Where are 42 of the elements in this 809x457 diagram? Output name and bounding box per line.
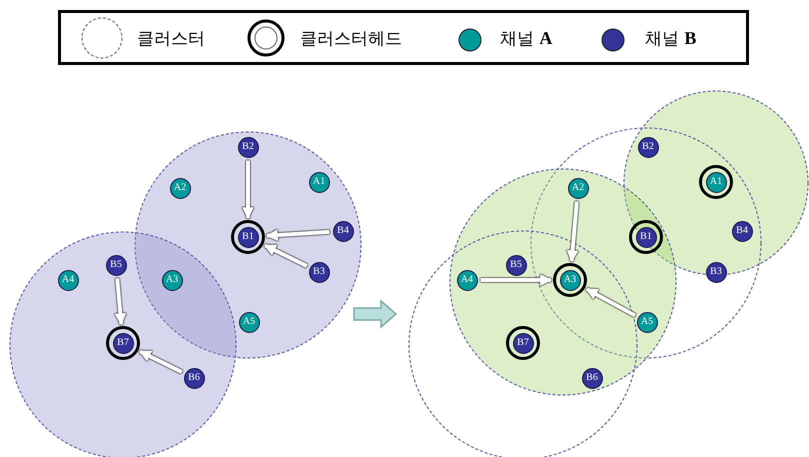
channel-node: A5 <box>238 312 260 332</box>
arrow <box>480 274 552 286</box>
arrow <box>114 278 126 326</box>
cluster-head-ring <box>699 165 733 199</box>
channel-node: A1 <box>308 172 330 192</box>
channel-node: A3 <box>560 270 580 290</box>
cluster-head-ring <box>629 220 663 254</box>
cluster-head-ring <box>553 263 587 297</box>
channel-node: A3 <box>162 270 182 290</box>
channel-node: B1 <box>238 226 258 248</box>
legend-label: 클러스터헤드 <box>300 28 402 50</box>
cluster-head-ring <box>506 326 540 360</box>
channel-node: B5 <box>106 254 126 276</box>
arrow <box>138 350 183 374</box>
channel-node: A4 <box>456 270 478 290</box>
channel-node: A1 <box>706 172 726 192</box>
channel-node: B3 <box>706 262 726 282</box>
channel-node: B4 <box>732 220 752 242</box>
legend-label: 채널 A <box>500 27 552 50</box>
channel-node: B2 <box>238 136 258 158</box>
channel-node: B2 <box>638 136 658 158</box>
cluster-head-ring <box>231 220 265 254</box>
arrow <box>242 160 254 220</box>
channel-node: B7 <box>112 332 134 354</box>
channel-node: A2 <box>568 178 588 198</box>
channel-node: B7 <box>512 332 534 354</box>
channel-node: B3 <box>308 262 330 282</box>
channel-node: A5 <box>636 312 658 332</box>
channel-node: A4 <box>58 270 78 290</box>
arrow <box>264 244 308 268</box>
cluster-head-ring <box>106 326 140 360</box>
channel-node: B6 <box>184 368 204 388</box>
channel-node: B5 <box>506 254 526 276</box>
channel-node: A2 <box>170 178 190 198</box>
channel-node: B4 <box>332 220 354 242</box>
channel-node: B1 <box>636 226 656 248</box>
arrow <box>566 201 579 262</box>
arrow <box>266 229 330 242</box>
channel-node: B6 <box>582 368 602 388</box>
legend-label: 클러스터 <box>137 28 205 50</box>
legend-label: 채널 B <box>645 27 696 50</box>
arrow <box>586 287 636 318</box>
